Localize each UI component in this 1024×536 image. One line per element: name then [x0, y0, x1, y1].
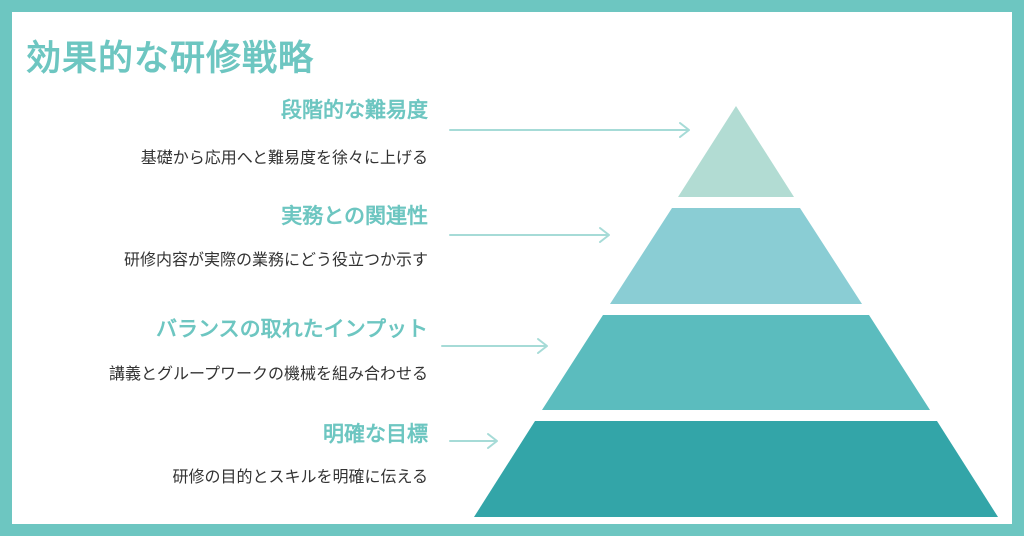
level-1-description: 基礎から応用へと難易度を徐々に上げる [140, 148, 428, 167]
arrow-3 [441, 338, 548, 354]
level-4-description: 研修の目的とスキルを明確に伝える [172, 467, 428, 486]
pyramid-layer-1 [678, 106, 794, 197]
arrow-2 [449, 227, 610, 243]
pyramid-layer-3 [542, 315, 930, 410]
page-title: 効果的な研修戦略 [26, 39, 315, 79]
level-3-description: 講義とグループワークの機械を組み合わせる [108, 364, 428, 383]
pyramid-layer-4 [474, 421, 998, 517]
level-4-heading: 明確な目標 [323, 422, 428, 446]
level-2-heading: 実務との関連性 [281, 204, 428, 228]
arrow-1 [449, 122, 690, 138]
level-2-description: 研修内容が実際の業務にどう役立つか示す [123, 250, 428, 269]
pyramid-layer-2 [610, 208, 862, 304]
level-3-heading: バランスの取れたインプット [156, 317, 428, 341]
level-1-heading: 段階的な難易度 [281, 98, 428, 122]
arrow-4 [449, 433, 498, 449]
